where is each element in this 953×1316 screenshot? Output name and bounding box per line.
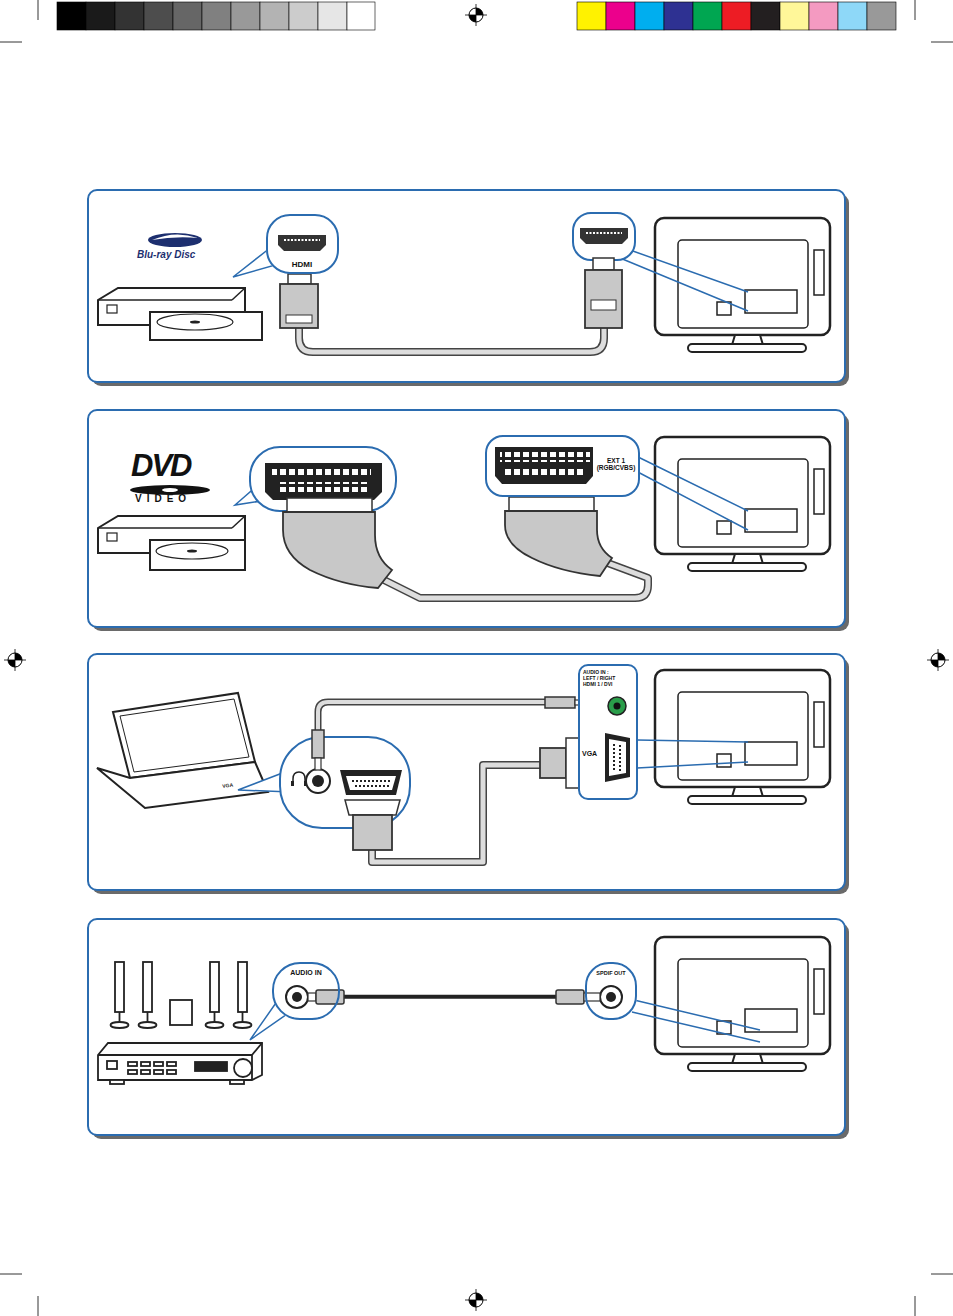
audio-callouts bbox=[250, 962, 760, 1042]
port-label: AUDIO IN : LEFT / RIGHT HDMI 1 / DVI bbox=[583, 670, 619, 687]
logo-text: DVD bbox=[131, 450, 190, 481]
callout-box: HDMI bbox=[266, 214, 339, 274]
port-label: SPDIF OUT bbox=[588, 970, 634, 976]
scart-cable bbox=[283, 497, 648, 598]
logo-text: VIDEO bbox=[135, 494, 191, 504]
tv-input-panel bbox=[578, 664, 748, 800]
panels bbox=[88, 190, 849, 1139]
callout-box: AUDIO IN bbox=[272, 962, 340, 1020]
port-label: AUDIO IN bbox=[276, 969, 336, 977]
port-label: EXT 1 (RGB/CVBS) bbox=[595, 457, 637, 472]
dvd-player bbox=[98, 485, 245, 570]
hdmi-cable bbox=[280, 258, 622, 352]
gray-bar bbox=[57, 2, 375, 30]
callout-box: SPDIF OUT bbox=[585, 962, 637, 1020]
tv-back bbox=[655, 218, 830, 1071]
port-label: HDMI bbox=[268, 260, 336, 269]
bluray-player bbox=[98, 233, 262, 340]
pc-cables bbox=[312, 697, 597, 862]
callout-box: EXT 1 (RGB/CVBS) bbox=[485, 435, 640, 497]
registration-marks bbox=[4, 4, 949, 1311]
logo-text: Blu-ray Disc bbox=[137, 250, 195, 260]
colour-bar bbox=[577, 2, 896, 30]
port-label: VGA bbox=[582, 750, 604, 758]
audio-cable bbox=[340, 995, 585, 999]
callout-box: AUDIO IN : LEFT / RIGHT HDMI 1 / DVI VGA bbox=[578, 664, 638, 800]
optical-plugs bbox=[308, 990, 600, 1004]
home-theatre bbox=[98, 962, 262, 1084]
